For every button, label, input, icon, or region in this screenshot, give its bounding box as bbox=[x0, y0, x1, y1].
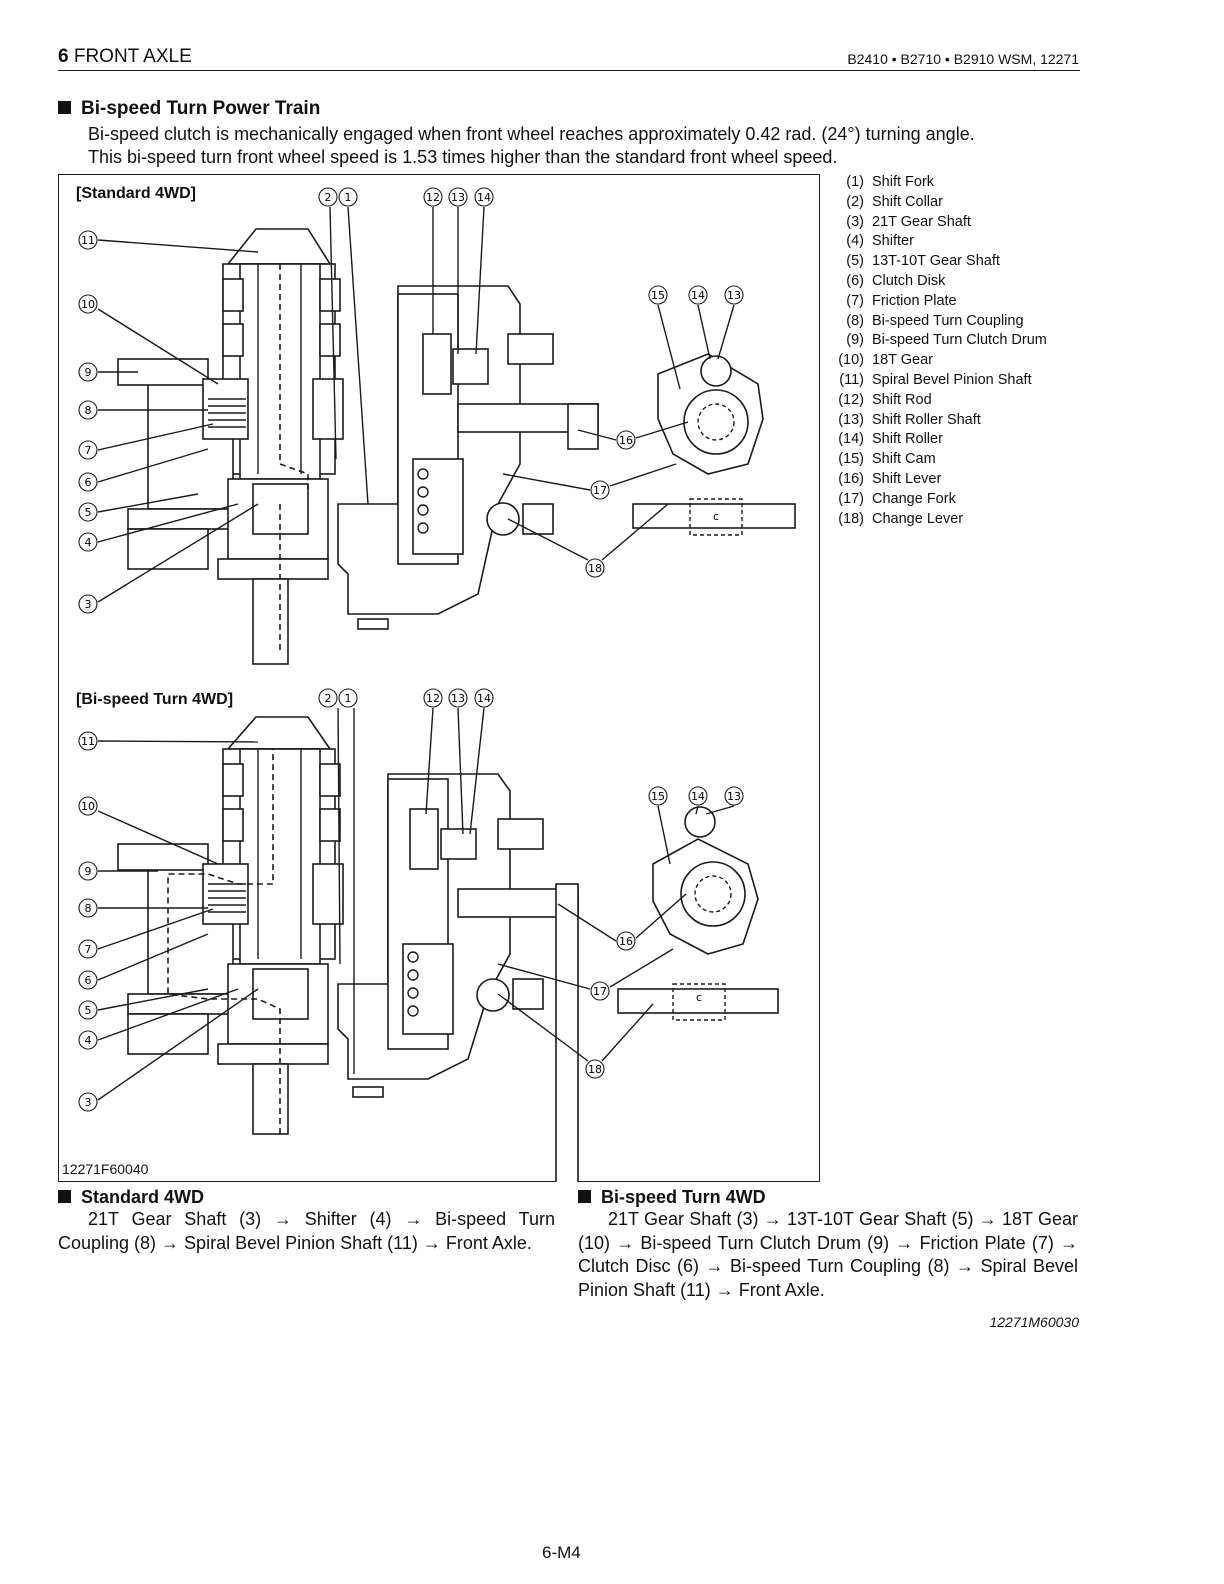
callout-12-bottom: 12 bbox=[426, 692, 440, 705]
part-row: (14)Shift Roller bbox=[838, 431, 943, 448]
bullet-square-icon bbox=[578, 1190, 591, 1203]
callout-2-bottom: 2 bbox=[325, 692, 332, 705]
callout-9-bottom: 9 bbox=[85, 865, 92, 878]
callout-14-bottom: 14 bbox=[477, 692, 491, 705]
top-callouts: 11 10 9 8 7 6 5 4 3 2 1 12 13 14 15 14 1… bbox=[78, 187, 744, 614]
part-row: (15)Shift Cam bbox=[838, 451, 936, 468]
callout-12-top: 12 bbox=[426, 191, 440, 204]
callout-11-top: 11 bbox=[81, 234, 95, 247]
standard-4wd-section: Standard 4WD 21T Gear Shaft (3) → Shifte… bbox=[58, 1187, 555, 1255]
part-row: (3)21T Gear Shaft bbox=[846, 213, 971, 230]
intro-line-2: This bi-speed turn front wheel speed is … bbox=[88, 147, 838, 167]
part-row: (4)Shifter bbox=[846, 233, 914, 250]
callout-16-bottom: 16 bbox=[619, 935, 633, 948]
part-row: (13)Shift Roller Shaft bbox=[838, 411, 981, 428]
callout-10-top: 10 bbox=[81, 298, 95, 311]
figure-frame bbox=[58, 174, 820, 1182]
standard-4wd-drawing bbox=[117, 228, 796, 665]
parts-legend: (1)Shift Fork (2)Shift Collar (3)21T Gea… bbox=[830, 173, 1047, 529]
section-number: 6 bbox=[58, 46, 69, 67]
standard-4wd-body: 21T Gear Shaft (3) → Shifter (4) → Bi-sp… bbox=[58, 1209, 555, 1253]
bispeed-4wd-body: 21T Gear Shaft (3) → 13T-10T Gear Shaft … bbox=[578, 1209, 1078, 1300]
cam-letter-top: c bbox=[713, 510, 719, 523]
callout-13-top: 13 bbox=[451, 191, 465, 204]
part-row: (17)Change Fork bbox=[838, 490, 956, 507]
intro-line-1: Bi-speed clutch is mechanically engaged … bbox=[88, 124, 975, 144]
part-row: (6)Clutch Disk bbox=[846, 272, 946, 289]
callout-3-bottom: 3 bbox=[85, 1096, 92, 1109]
callout-10-bottom: 10 bbox=[81, 800, 95, 813]
section-heading-text: Bi-speed Turn Power Train bbox=[81, 98, 321, 119]
callout-7-top: 7 bbox=[85, 444, 92, 457]
part-row: (7)Friction Plate bbox=[846, 292, 957, 309]
callout-8-top: 8 bbox=[85, 404, 92, 417]
change-fork-bar bbox=[632, 503, 796, 529]
cam-letter-bottom: c bbox=[696, 991, 702, 1004]
callout-14-top: 14 bbox=[477, 191, 491, 204]
part-row: (2)Shift Collar bbox=[846, 193, 943, 210]
callout-14b-top: 14 bbox=[691, 289, 705, 302]
figure-code: 12271F60040 bbox=[62, 1161, 149, 1177]
callout-5-top: 5 bbox=[85, 506, 92, 519]
bispeed-4wd-drawing bbox=[117, 716, 779, 1182]
part-row: (8)Bi-speed Turn Coupling bbox=[846, 312, 1024, 329]
callout-17-bottom: 17 bbox=[593, 985, 607, 998]
callout-1-bottom: 1 bbox=[345, 692, 352, 705]
part-row: (11)Spiral Bevel Pinion Shaft bbox=[839, 371, 1032, 388]
callout-13b-bottom: 13 bbox=[727, 790, 741, 803]
callout-13b-top: 13 bbox=[727, 289, 741, 302]
callout-8-bottom: 8 bbox=[85, 902, 92, 915]
manual-reference: B2410 • B2710 • B2910 WSM, 12271 bbox=[847, 51, 1079, 67]
callout-14b-bottom: 14 bbox=[691, 790, 705, 803]
page-number: 6-M4 bbox=[542, 1543, 581, 1562]
part-row: (16)Shift Lever bbox=[838, 470, 942, 487]
shift-rod bbox=[422, 333, 452, 395]
part-row: (10)18T Gear bbox=[838, 352, 933, 369]
shift-roller-top bbox=[700, 355, 732, 387]
callout-13-bottom: 13 bbox=[451, 692, 465, 705]
pinion-head bbox=[226, 228, 332, 265]
figure-bottom-label: [Bi-speed Turn 4WD] bbox=[76, 691, 234, 708]
bottom-callouts: 11 10 9 8 7 6 5 4 3 2 1 12 13 14 15 14 1… bbox=[78, 688, 744, 1112]
callout-5-bottom: 5 bbox=[85, 1004, 92, 1017]
shift-lever-hub bbox=[683, 389, 749, 455]
standard-4wd-heading: Standard 4WD bbox=[58, 1187, 555, 1208]
header-divider bbox=[58, 70, 1080, 71]
callout-18-top: 18 bbox=[588, 562, 602, 575]
bullet-square-icon bbox=[58, 1190, 71, 1203]
intro-paragraph: Bi-speed clutch is mechanically engaged … bbox=[88, 123, 1088, 169]
document-code: 12271M60030 bbox=[989, 1314, 1079, 1330]
section-title: FRONT AXLE bbox=[73, 46, 192, 67]
header-section: 6 FRONT AXLE bbox=[58, 46, 192, 68]
callout-6-bottom: 6 bbox=[85, 974, 92, 987]
bispeed-4wd-section: Bi-speed Turn 4WD 21T Gear Shaft (3) → 1… bbox=[578, 1187, 1078, 1302]
callout-9-top: 9 bbox=[85, 366, 92, 379]
callout-4-top: 4 bbox=[85, 536, 92, 549]
callout-3-top: 3 bbox=[85, 598, 92, 611]
part-row: (9)Bi-speed Turn Clutch Drum bbox=[846, 332, 1047, 349]
callout-7-bottom: 7 bbox=[85, 943, 92, 956]
callout-1-top: 1 bbox=[345, 191, 352, 204]
callout-17-top: 17 bbox=[593, 484, 607, 497]
part-row: (5)13T-10T Gear Shaft bbox=[846, 253, 1000, 270]
part-row: (12)Shift Rod bbox=[838, 391, 932, 408]
power-train-diagram: 11 10 9 8 7 6 5 4 3 2 1 12 13 14 15 14 1… bbox=[78, 187, 796, 1182]
callout-11-bottom: 11 bbox=[81, 735, 95, 748]
bispeed-4wd-heading: Bi-speed Turn 4WD bbox=[578, 1187, 1078, 1208]
part-row: (1)Shift Fork bbox=[846, 174, 935, 190]
part-row: (18)Change Lever bbox=[838, 510, 964, 527]
callout-18-bottom: 18 bbox=[588, 1063, 602, 1076]
section-heading: Bi-speed Turn Power Train bbox=[58, 98, 320, 120]
callout-2-top: 2 bbox=[325, 191, 332, 204]
callout-15-top: 15 bbox=[651, 289, 665, 302]
bullet-square-icon bbox=[58, 101, 71, 114]
callout-6-top: 6 bbox=[85, 476, 92, 489]
figure-top-label: [Standard 4WD] bbox=[76, 185, 196, 202]
callout-4-bottom: 4 bbox=[85, 1034, 92, 1047]
change-lever-pivot bbox=[486, 502, 520, 536]
callout-15-bottom: 15 bbox=[651, 790, 665, 803]
friction-pack bbox=[208, 398, 246, 428]
callout-16-top: 16 bbox=[619, 434, 633, 447]
output-shaft bbox=[252, 578, 289, 665]
